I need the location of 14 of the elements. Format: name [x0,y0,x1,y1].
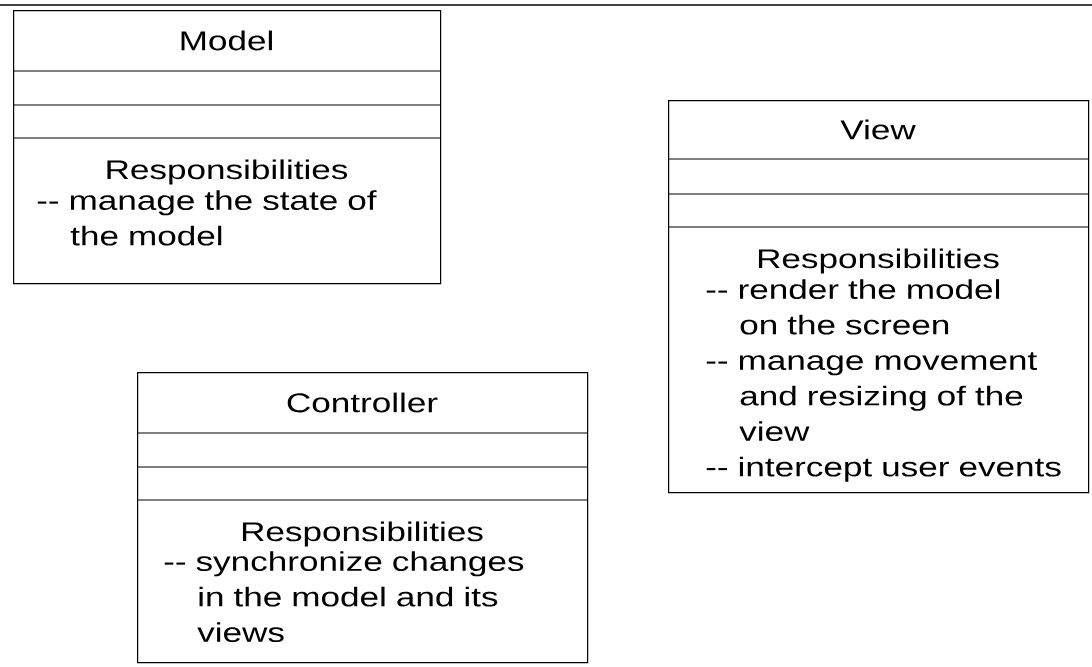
responsibility-text: -- manage movement and resizing of the view [706,352,1037,442]
section-heading: Responsibilities [107,159,348,185]
responsibility-text: -- synchronize changes in the model and its views [164,551,524,643]
section-heading: Responsibilities [242,521,483,547]
class-box [136,372,589,664]
class-box [12,10,442,285]
class-name: View [840,119,916,140]
class-name: Controller [287,392,438,413]
class-name: Model [181,30,272,51]
responsibility-text: -- render the model on the screen [706,279,1000,335]
responsibility-text: -- manage the state of the model [37,190,377,246]
class-box [667,100,1090,494]
section-heading: Responsibilities [758,248,999,274]
responsibility-text: -- intercept user events [706,456,1061,482]
